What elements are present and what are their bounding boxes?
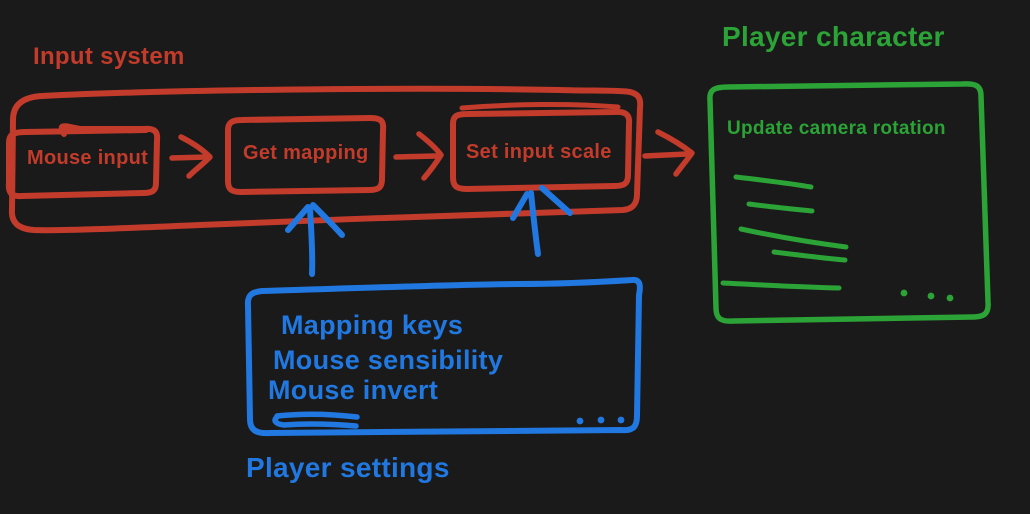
- player-settings-group: [244, 185, 643, 437]
- mapping-keys-item-label: Mapping keys: [281, 310, 464, 340]
- player-character-title: Player character: [722, 21, 945, 52]
- underline-scribble: [272, 411, 360, 429]
- ellipsis-dot: [597, 416, 605, 424]
- scribble-line: [771, 249, 848, 263]
- scribble-line: [733, 174, 814, 190]
- arrow-settings-to-get-mapping: [285, 202, 345, 277]
- arrow-settings-to-set-input-scale: [510, 185, 573, 257]
- player-settings-box: [244, 276, 643, 437]
- set-input-scale-box: [450, 108, 633, 192]
- input-system-box-outline: [8, 85, 644, 234]
- player-character-group: [707, 81, 991, 324]
- scribble-line: [746, 201, 815, 214]
- ellipsis-dot: [900, 289, 908, 297]
- mouse-input-node-label: Mouse input: [27, 147, 149, 169]
- input-system-title: Input system: [33, 43, 185, 70]
- set-input-scale-node-label: Set input scale: [466, 141, 612, 163]
- set-input-scale-box-overdraw: [459, 101, 621, 111]
- player-character-box: [707, 81, 991, 324]
- scribble-line: [720, 280, 842, 291]
- update-camera-rotation-label: Update camera rotation: [727, 118, 946, 139]
- input-system-group: [5, 85, 695, 234]
- arrow-input-system-to-player-character: [642, 129, 695, 177]
- ellipsis-dot: [927, 292, 935, 300]
- ellipsis-dot: [576, 417, 584, 425]
- ellipsis-dot: [946, 294, 954, 302]
- mouse-sensibility-item-label: Mouse sensibility: [273, 345, 504, 375]
- arrow-get-mapping-to-set-input-scale: [393, 131, 444, 181]
- player-settings-title: Player settings: [246, 452, 450, 483]
- ellipsis-dot: [617, 416, 625, 424]
- get-mapping-box: [225, 115, 387, 195]
- mouse-input-box: [5, 123, 161, 200]
- arrow-mouse-input-to-get-mapping: [169, 134, 213, 179]
- scribble-line: [738, 226, 849, 250]
- get-mapping-node-label: Get mapping: [243, 142, 369, 164]
- mouse-invert-item-label: Mouse invert: [268, 375, 439, 405]
